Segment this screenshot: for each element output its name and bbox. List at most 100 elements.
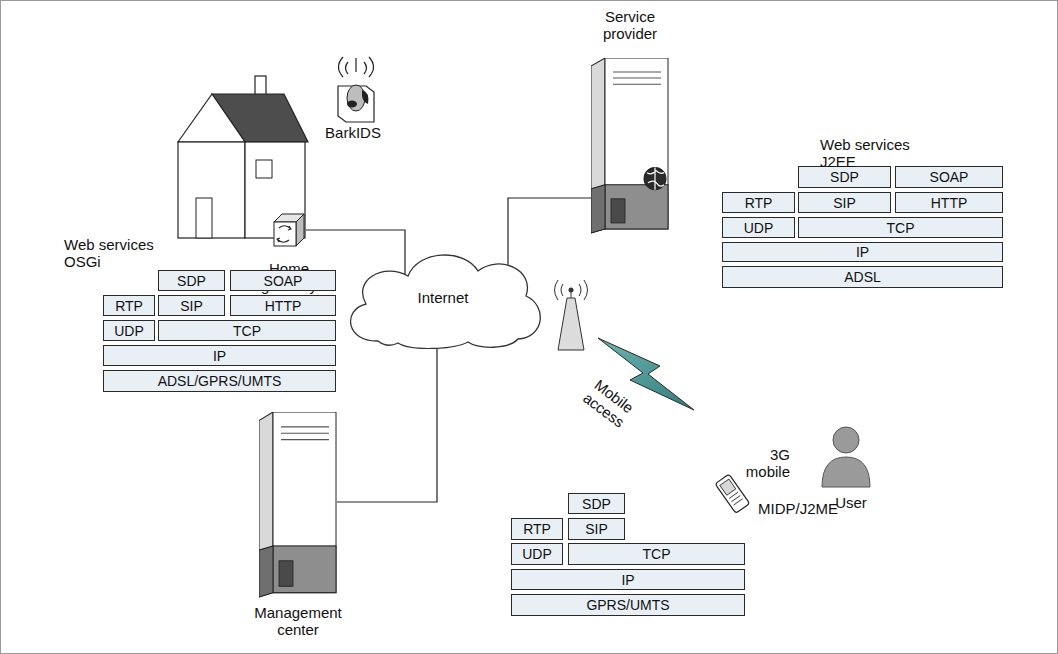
protocol-box: SDP: [158, 270, 225, 291]
network-link: [337, 344, 437, 502]
protocol-box: ADSL: [722, 266, 1003, 288]
antenna-stem: [571, 292, 572, 298]
protocol-name: ADSL/GPRS/UMTS: [158, 373, 282, 389]
protocol-box: IP: [511, 569, 745, 590]
protocol-box: SDP: [568, 493, 625, 514]
house-illustration: [178, 76, 308, 238]
user-icon: [822, 427, 870, 487]
house-front-wall: [178, 142, 245, 238]
server-slots: [613, 72, 661, 84]
protocol-name: ADSL: [844, 269, 881, 285]
protocol-box: IP: [103, 345, 336, 366]
gateway-side: [296, 214, 304, 246]
protocol-box: UDP: [511, 543, 563, 565]
network-link: [508, 198, 591, 272]
protocol-name: UDP: [744, 220, 774, 236]
protocol-box: RTP: [511, 518, 563, 540]
tower-antenna: [569, 288, 574, 293]
gateway-front: [274, 222, 296, 246]
protocol-box: HTTP: [895, 192, 1003, 213]
server-base: [273, 546, 336, 593]
protocol-name: RTP: [523, 521, 551, 537]
dog-snout: [347, 101, 357, 108]
protocol-box: TCP: [568, 543, 745, 565]
dog-head: [347, 85, 365, 111]
dog-ear: [362, 90, 368, 104]
house-window: [256, 160, 272, 178]
server-side: [259, 412, 273, 597]
server-base-side: [591, 185, 605, 233]
stack-heading: Web services OSGi: [64, 236, 164, 270]
phone-keys: [729, 492, 743, 505]
protocol-box: RTP: [722, 192, 795, 213]
actor-label: User: [826, 494, 876, 511]
protocol-box: UDP: [722, 217, 795, 238]
device-label: 3G mobile: [730, 446, 790, 480]
gateway-box-icon: [272, 212, 306, 248]
protocol-name: IP: [213, 348, 226, 364]
mobile-phone-icon: [715, 474, 750, 513]
phone-body: [715, 474, 750, 513]
server-slots: [281, 427, 329, 440]
internet-cloud: Internet: [338, 246, 548, 349]
protocol-name: IP: [856, 244, 869, 260]
radio-waves: [555, 280, 588, 300]
stack-heading: Web services J2EE: [820, 136, 920, 170]
protocol-box: ADSL/GPRS/UMTS: [103, 370, 336, 392]
server-drive: [279, 561, 293, 587]
protocol-name: TCP: [233, 323, 261, 339]
protocol-name: HTTP: [265, 298, 302, 314]
user-head: [833, 427, 859, 453]
server-node: Management center: [250, 412, 346, 648]
protocol-name: SIP: [180, 298, 203, 314]
server-front: [273, 412, 336, 593]
protocol-name: HTTP: [931, 195, 968, 211]
protocol-name: IP: [621, 572, 634, 588]
dog-kennel: [338, 86, 374, 122]
protocol-name: SDP: [830, 169, 859, 185]
protocol-name: TCP: [643, 546, 671, 562]
protocol-name: UDP: [114, 323, 144, 339]
protocol-name: SOAP: [264, 273, 303, 289]
server-node: Service provider: [585, 8, 675, 236]
protocol-name: SIP: [833, 195, 856, 211]
protocol-box: UDP: [103, 320, 155, 341]
node-label: Internet: [338, 289, 548, 306]
protocol-name: UDP: [522, 546, 552, 562]
gateway-arrows: [277, 226, 291, 243]
barkids-dog-icon: [338, 57, 374, 122]
server-tower: [259, 412, 337, 598]
protocol-name: SDP: [177, 273, 206, 289]
protocol-box: TCP: [798, 217, 1003, 238]
server-front: [605, 58, 668, 229]
protocol-box: HTTP: [230, 295, 336, 316]
server-base-side: [259, 546, 273, 597]
bark-waves: [339, 57, 374, 77]
protocol-name: SDP: [582, 496, 611, 512]
protocol-box: TCP: [158, 320, 336, 341]
protocol-name: GPRS/UMTS: [586, 597, 669, 613]
globe-lines: [647, 168, 664, 190]
node-label: Management center: [250, 604, 346, 638]
bark-mark: [355, 58, 356, 72]
protocol-name: RTP: [115, 298, 143, 314]
server-side: [591, 58, 605, 233]
node-label: Service provider: [585, 8, 675, 42]
protocol-box: RTP: [103, 295, 155, 316]
device-label: BarkIDS: [318, 124, 388, 141]
server-drive: [611, 199, 625, 223]
house-gable: [178, 94, 245, 142]
protocol-name: SOAP: [930, 169, 969, 185]
protocol-box: SOAP: [895, 166, 1003, 188]
protocol-box: SIP: [568, 518, 625, 540]
mobile-tower: [555, 280, 588, 350]
protocol-box: IP: [722, 242, 1003, 262]
server-tower: [591, 58, 669, 234]
house-door: [196, 198, 212, 238]
globe-icon: [644, 168, 666, 190]
server-base: [605, 185, 668, 229]
protocol-name: SIP: [585, 521, 608, 537]
protocol-box: SIP: [798, 192, 891, 213]
tower-mast: [558, 298, 584, 350]
